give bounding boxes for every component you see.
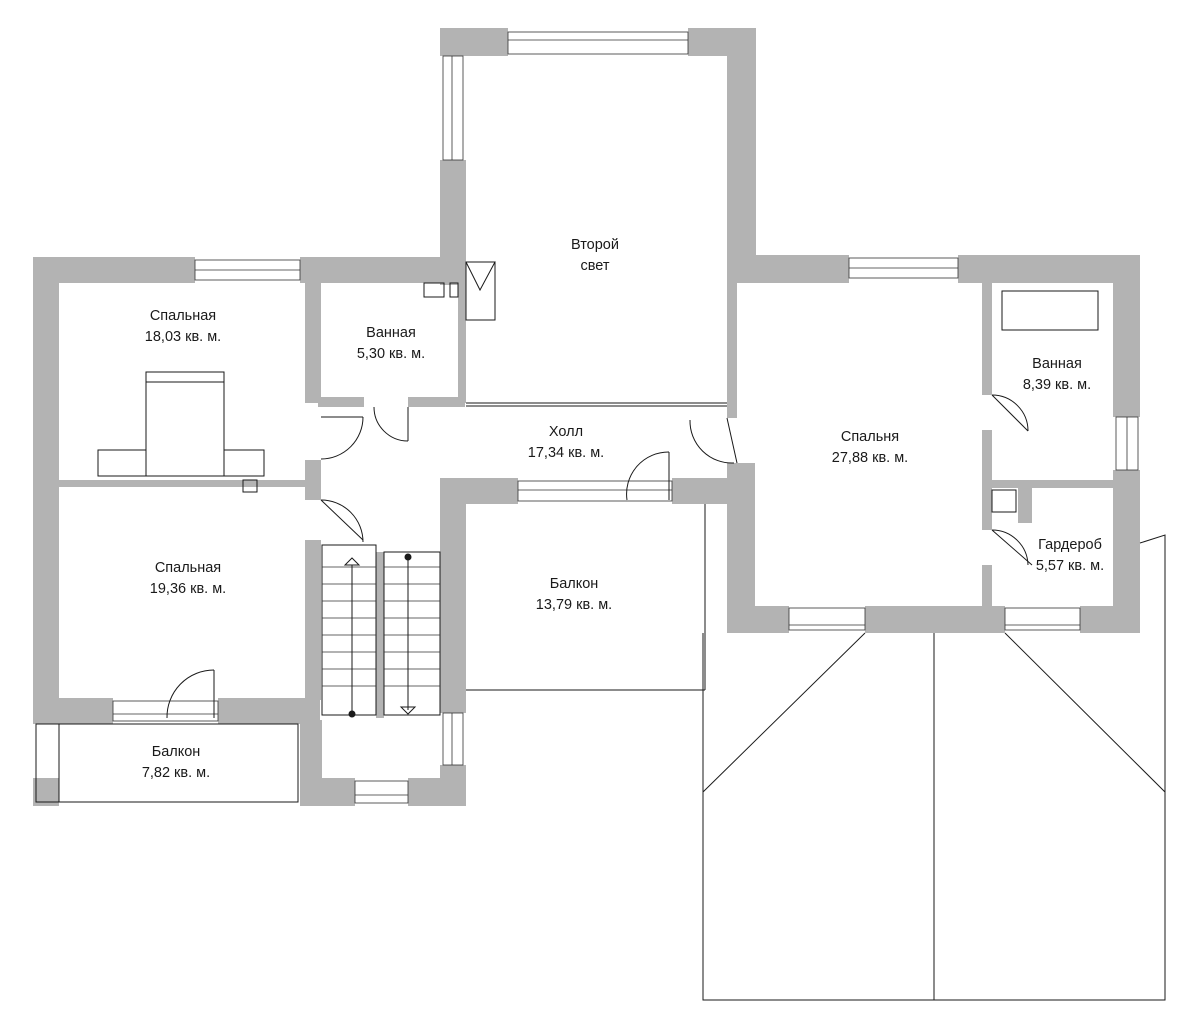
walls — [33, 28, 1140, 806]
roof — [702, 534, 1166, 1001]
label-bedroom-top-left-name: Спальная — [150, 308, 216, 324]
label-bathroom-right-name: Ванная — [1032, 356, 1082, 372]
furniture — [97, 261, 1099, 513]
label-balcony-center-area: 13,79 кв. м. — [536, 597, 612, 613]
label-balcony-left-name: Балкон — [152, 744, 201, 760]
label-bathroom-left-area: 5,30 кв. м. — [357, 346, 425, 362]
label-second-light-area: свет — [580, 258, 609, 274]
label-bedroom-top-left-area: 18,03 кв. м. — [145, 329, 221, 345]
label-bedroom-right-name: Спальня — [841, 429, 899, 445]
label-balcony-center-name: Балкон — [550, 576, 599, 592]
room-labels: Спальная 18,03 кв. м. Ванная 5,30 кв. м.… — [142, 237, 1104, 781]
stair-steps-right — [384, 566, 440, 687]
label-balcony-left-area: 7,82 кв. м. — [142, 765, 210, 781]
label-hall-name: Холл — [549, 424, 583, 440]
doors — [166, 394, 1033, 719]
nightstand-right — [223, 449, 265, 477]
label-bedroom-bottom-left-area: 19,36 кв. м. — [150, 581, 226, 597]
outlines — [35, 402, 727, 803]
label-bedroom-right-area: 27,88 кв. м. — [832, 450, 908, 466]
label-bathroom-right-area: 8,39 кв. м. — [1023, 377, 1091, 393]
label-wardrobe-name: Гардероб — [1038, 537, 1102, 553]
windows — [112, 31, 1139, 804]
bed — [145, 371, 225, 477]
label-bedroom-bottom-left-name: Спальная — [155, 560, 221, 576]
label-wardrobe-area: 5,57 кв. м. — [1036, 558, 1104, 574]
stairs — [321, 544, 441, 718]
label-bathroom-left-name: Ванная — [366, 325, 416, 341]
bathtub — [1001, 290, 1099, 331]
nightstand-left — [97, 449, 147, 477]
stair-steps-left — [322, 566, 376, 687]
label-second-light-name: Второй — [571, 237, 619, 253]
label-hall-area: 17,34 кв. м. — [528, 445, 604, 461]
